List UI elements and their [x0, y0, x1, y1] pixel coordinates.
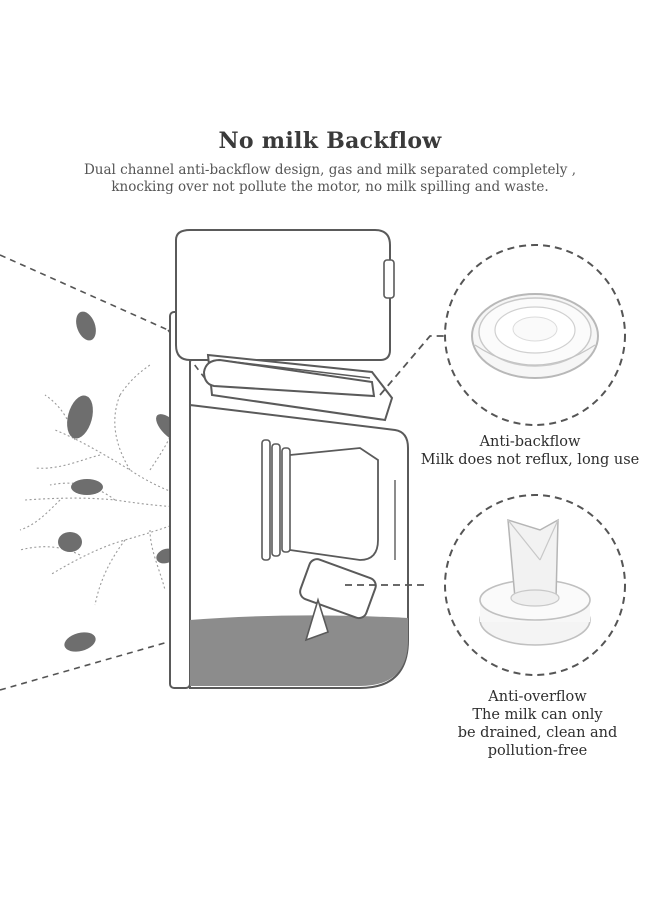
subtitle-line-1: Dual channel anti-backflow design, gas a… [83, 162, 577, 178]
motor-housing [175, 229, 391, 361]
callout-anti-overflow: Anti-overflow The milk can only be drain… [440, 688, 635, 760]
membrane-disc-image [471, 293, 599, 379]
breast-outline [0, 254, 176, 691]
page-title: No milk Backflow [218, 128, 442, 154]
bottle-neck [261, 439, 291, 561]
page-subtitle: Dual channel anti-backflow design, gas a… [30, 162, 630, 196]
callout-text: pollution-free [487, 743, 588, 759]
callout-title: Anti-overflow [488, 689, 587, 705]
callout-title: Anti-backflow [479, 434, 581, 450]
callout-text: Milk does not reflux, long use [420, 452, 640, 468]
flange-plate [169, 311, 191, 689]
callout-anti-backflow: Anti-backflow Milk does not reflux, long… [405, 433, 655, 469]
connector-top [379, 335, 448, 396]
milk-level [190, 615, 408, 686]
callout-text: be drained, clean and [457, 725, 618, 741]
callout-text: The milk can only [472, 707, 603, 723]
duckbill-valve-image [479, 518, 591, 646]
subtitle-line-2: knocking over not pollute the motor, no … [111, 179, 549, 195]
